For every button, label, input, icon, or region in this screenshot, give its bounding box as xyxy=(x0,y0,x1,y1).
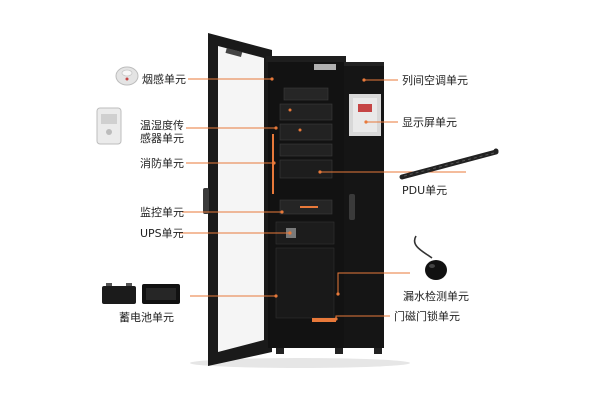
leak-detector-icon xyxy=(413,235,447,280)
label-display: 显示屏单元 xyxy=(402,116,457,129)
glass-door xyxy=(203,33,272,366)
label-monitor: 监控单元 xyxy=(140,206,184,219)
label-temp-humidity: 温湿度传 感器单元 xyxy=(140,119,184,145)
label-fire: 消防单元 xyxy=(140,157,184,170)
label-door-lock: 门磁门锁单元 xyxy=(394,310,460,323)
label-ac: 列间空调单元 xyxy=(402,74,468,87)
pdu-strip-icon xyxy=(399,148,499,180)
label-smoke: 烟感单元 xyxy=(142,73,186,86)
battery-icon xyxy=(102,283,180,304)
ac-cabinet xyxy=(344,62,384,348)
label-leak: 漏水检测单元 xyxy=(403,290,469,303)
leader-leak xyxy=(337,272,410,294)
floor-shadow xyxy=(190,358,410,368)
label-ups: UPS单元 xyxy=(140,227,184,240)
temp-humidity-sensor-icon xyxy=(96,107,122,145)
rack-cabinet xyxy=(266,56,346,348)
smoke-detector-icon xyxy=(115,66,139,86)
label-pdu: PDU单元 xyxy=(402,184,448,197)
label-battery: 蓄电池单元 xyxy=(119,311,174,324)
door-handle-icon xyxy=(203,188,209,214)
